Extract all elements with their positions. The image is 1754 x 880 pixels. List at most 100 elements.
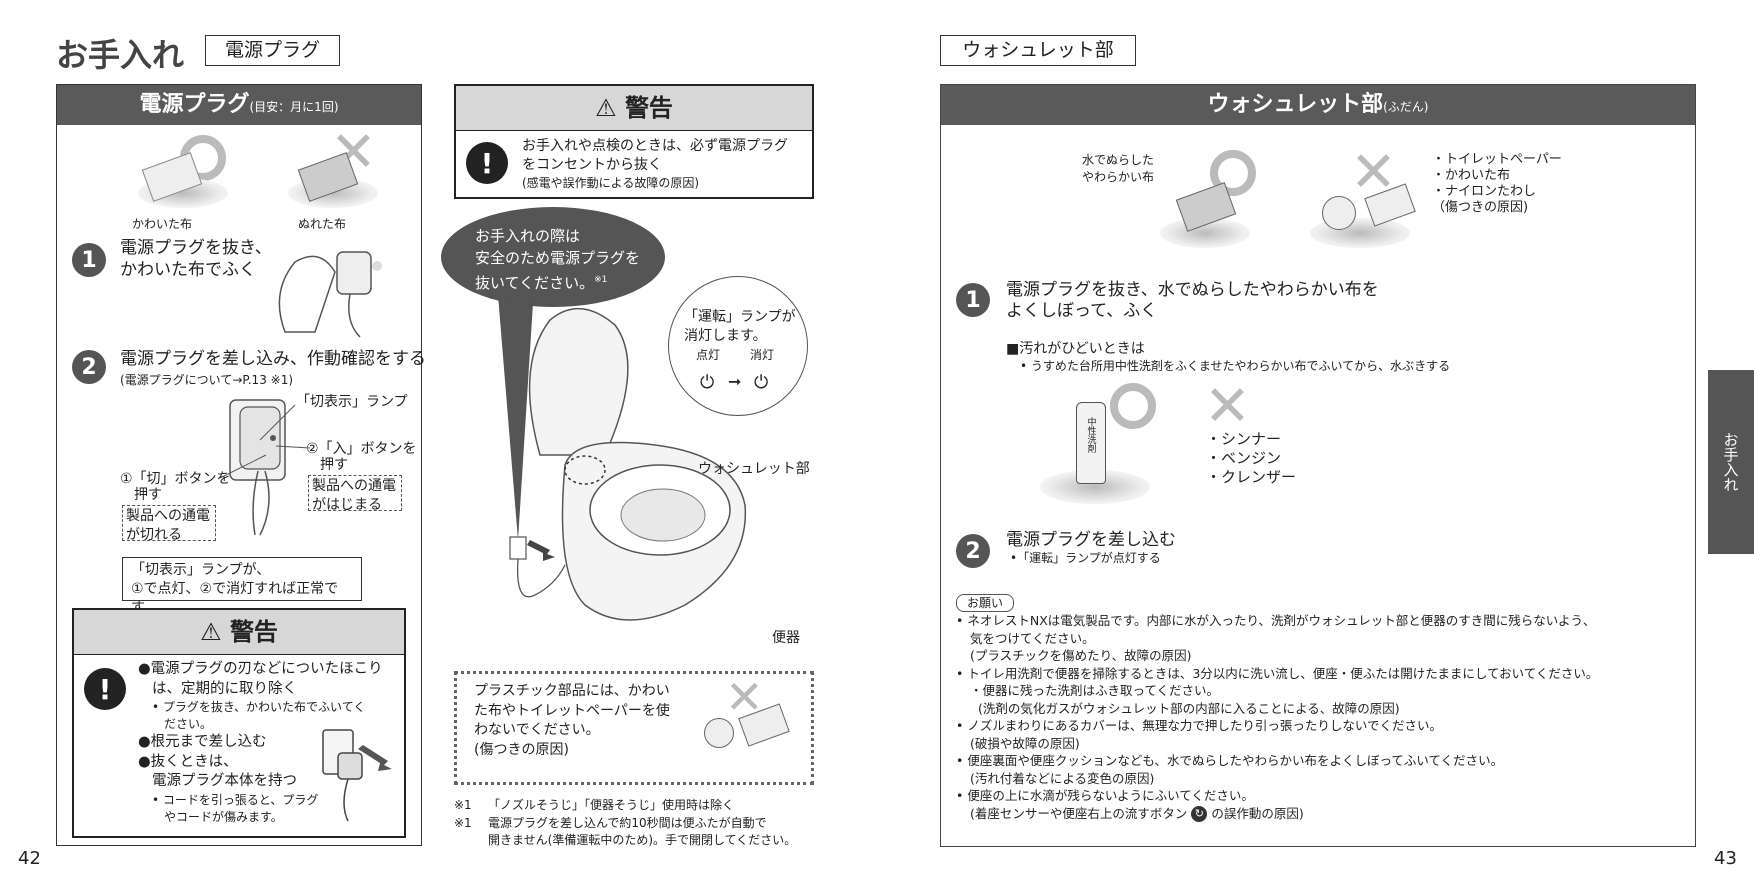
off-result-line: が切れる [126, 527, 182, 543]
side-tab-label: お手入れ [1721, 432, 1740, 492]
lamp-off-label: 消灯 [750, 348, 775, 362]
chem-item: ・クレンザー [1206, 468, 1297, 486]
off-button-label: 押す [134, 487, 162, 503]
note-line: ・便器に残った洗剤はふき取ってください。 [970, 683, 1220, 698]
warning-header: ⚠ 警告 [74, 610, 404, 655]
bubble-line: 安全のため電源プラグを [475, 249, 641, 267]
warning-sub: • コードを引っ張ると、プラグ [152, 792, 319, 807]
note-line: • 便座裏面や便座クッションなども、水でぬらしたやわらかい布をよくしぼってふいて… [956, 753, 1504, 768]
detergent-bottle-icon: 中性洗剤 [1076, 402, 1106, 484]
ok-circle-icon [1110, 383, 1156, 429]
power-off-icon: ⏻ [754, 372, 769, 393]
warning-line: (感電や誤作動による故障の原因) [522, 176, 700, 190]
step2-note: •「運転」ランプが点灯する [1010, 551, 1161, 565]
side-tab: お手入れ [1708, 370, 1754, 554]
step-number: 1 [72, 243, 106, 277]
on-button-label: 押す [320, 457, 348, 473]
note-line: • ノズルまわりにあるカバーは、無理な力で押したり引っ張ったりしないでください。 [956, 718, 1442, 733]
flush-button-icon: ↻ [1191, 806, 1208, 822]
warning-triangle-icon: ⚠ [595, 94, 617, 122]
note-line: 気をつけてください。 [970, 630, 1095, 646]
plastic-note-line: わないでください。 [474, 722, 600, 738]
ng-item: （傷つきの原因) [1432, 200, 1529, 215]
step-number: 2 [72, 350, 106, 384]
off-result-line: 製品への通電 [126, 508, 210, 524]
step1-line2: よくしぼって、ふく [1006, 301, 1158, 321]
power-on-icon: ⏻ [700, 372, 715, 393]
plug-section: 電源プラグ(目安：月に1回) [56, 84, 422, 846]
exclamation-icon: ! [466, 142, 508, 184]
step1-line1: 電源プラグを抜き、水でぬらしたやわらかい布を [1006, 280, 1379, 300]
note-line: の誤作動の原因) [1211, 805, 1304, 821]
washlet-section: ウォシュレット部(ふだん) [940, 84, 1696, 847]
step2-note: (電源プラグについて→P.13 ※1) [120, 373, 294, 387]
warning-box-lower: ⚠ 警告 [72, 608, 406, 838]
toilet-paper-icon [704, 718, 734, 748]
bubble-line: 抜いてください。 [475, 274, 595, 292]
warning-list: ●電源プラグの刃などについたほこり は、定期的に取り除く • プラグを抜き、かわ… [138, 660, 402, 826]
request-tag: お願い [956, 594, 1015, 612]
warning-line: をコンセントから抜く [522, 157, 662, 173]
note-line: (洗剤の気化ガスがウォシュレット部の内部に入ることによる、故障の原因) [978, 700, 1400, 716]
plug-section-note: (目安：月に1回) [249, 100, 339, 114]
step1-line1: 電源プラグを抜き、 [120, 238, 272, 258]
lamp-bubble-line: 消灯します。 [684, 328, 767, 344]
on-result-box: 製品への通電 がはじまる [308, 475, 402, 513]
footnote-mark: ※1 [454, 816, 472, 830]
dirty-title: ■汚れがひどいときは [1006, 341, 1145, 357]
note-line: • 便座の上に水滴が残らないようにふいてください。 [956, 788, 1254, 803]
warning-title: 警告 [624, 94, 673, 122]
page-number-left: 42 [18, 848, 41, 869]
toilet-illustration [509, 307, 747, 621]
lamp-bubble-line: 「運転」ランプが [684, 309, 796, 325]
warning-bullet: 電源プラグ本体を持つ [152, 773, 297, 789]
ok-circle-icon [1210, 150, 1256, 196]
warning-sub: ださい。 [164, 717, 213, 731]
warning-bullet: ●抜くときは、 [138, 753, 238, 770]
bowl-label: 便器 [772, 630, 800, 646]
warning-bullet: ●根元まで差し込む [138, 734, 267, 750]
lamp-on-label: 点灯 [696, 348, 721, 362]
washlet-section-title: ウォシュレット部 [1207, 92, 1384, 117]
lamp-label: 「切表示」ランプ [296, 394, 408, 410]
step2-text: 電源プラグを差し込み、作動確認をする [120, 349, 426, 369]
speech-bubble-text: お手入れの際は 安全のため電源プラグを 抜いてください。※1 [475, 225, 640, 294]
warning-sub: • プラグを抜き、かわいた布でふいてく [152, 700, 366, 714]
off-button-label: ①「切」ボタンを [120, 471, 231, 487]
check-line: 「切表示」ランプが、 [131, 562, 271, 578]
ng-cross-icon: ✕ [1204, 374, 1251, 439]
footnote-text: 電源プラグを差し込んで約10秒間は便ふたが自動で [488, 816, 767, 830]
step1-line2: かわいた布でふく [120, 260, 256, 280]
warning-text: お手入れや点検のときは、必ず電源プラグ をコンセントから抜く (感電や誤作動によ… [522, 137, 812, 192]
note-line: (着座センサーや便座右上の流すボタン [970, 805, 1188, 821]
note-line: (破損や故障の原因) [970, 735, 1080, 751]
plug-section-title: 電源プラグ [139, 92, 250, 117]
on-button-label: ②「入」ボタンを [306, 441, 417, 457]
ng-cloth-label: ぬれた布 [298, 217, 347, 231]
step2-text: 電源プラグを差し込む [1006, 530, 1176, 550]
check-box: 「切表示」ランプが、 ①で点灯、②で消灯すれば正常です。 [122, 557, 362, 616]
leader-lines [219, 404, 311, 479]
footnote-text: 開きません(準備運転中のため)。手で開閉してください。 [488, 833, 797, 847]
chem-item: ・ベンジン [1206, 449, 1282, 467]
washlet-section-note: (ふだん) [1383, 100, 1429, 114]
plastic-note-line: た布やトイレットペーパーを使 [474, 702, 670, 719]
warning-sub: やコードが傷みます。 [164, 809, 283, 824]
ng-items-list: ・トイレットペーパー ・かわいた布 ・ナイロンたわし （傷つきの原因) [1432, 152, 1562, 216]
lamp-bubble [668, 276, 808, 416]
ok-cloth-label: かわいた布 [132, 217, 193, 231]
chem-item: ・シンナー [1206, 430, 1282, 448]
heading-tag-right: ウォシュレット部 [940, 35, 1136, 66]
plug-wipe-illustration [278, 251, 382, 338]
off-result-box: 製品への通電 が切れる [122, 505, 216, 543]
footnote-mark: ※1 [454, 798, 472, 812]
arrow-right-icon: ➞ [728, 372, 742, 391]
detergent-label: 中性洗剤 [1085, 417, 1096, 453]
footnote-text: 「ノズルそうじ」「便器そうじ」使用時は除く [488, 798, 735, 812]
on-result-line: がはじまる [312, 497, 382, 513]
warning-bullet: は、定期的に取り除く [152, 680, 297, 697]
ng-item: ・かわいた布 [1432, 168, 1511, 183]
dirty-text: • うすめた台所用中性洗剤をふくませたやわらかい布でふいてから、水ぶきする [1020, 359, 1451, 373]
toilet-paper-icon [1322, 196, 1356, 230]
warning-header: ⚠ 警告 [456, 86, 812, 131]
